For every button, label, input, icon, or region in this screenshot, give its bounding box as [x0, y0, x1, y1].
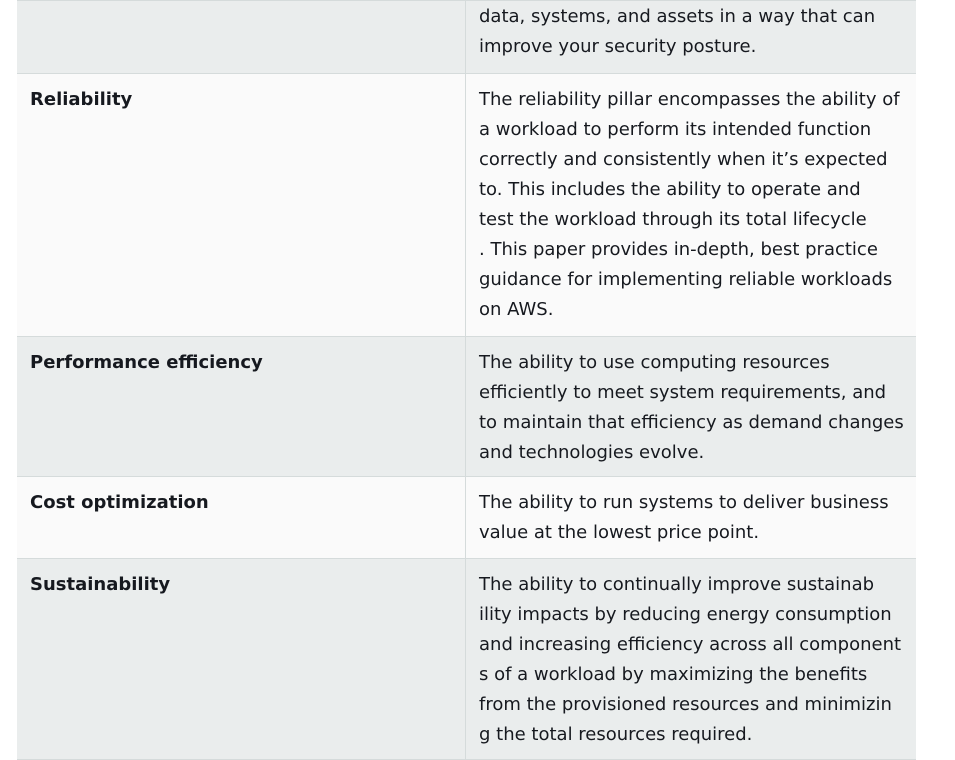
description-line: test the workload through its total life…	[479, 209, 867, 230]
description-line: The ability to continually improve susta…	[479, 574, 875, 595]
table-row-reliability: Reliability The reliability pillar encom…	[17, 74, 916, 337]
description-line: guidance for implementing reliable workl…	[479, 269, 893, 290]
table-row-security-continued: data, systems, and assets in a way that …	[17, 1, 916, 74]
pillar-name: Sustainability	[30, 574, 171, 595]
description-line: and increasing efficiency across all com…	[479, 634, 902, 655]
description-line: The reliability pillar encompasses the a…	[479, 89, 900, 110]
description-line: correctly and consistently when it’s exp…	[479, 149, 888, 170]
description-line: to maintain that efficiency as demand ch…	[479, 412, 904, 433]
description-line: data, systems, and assets in a way that …	[479, 6, 876, 27]
description-line: g the total resources required.	[479, 724, 753, 745]
description-line: efficiently to meet system requirements,…	[479, 382, 887, 403]
table-row-sustainability: Sustainability The ability to continuall…	[17, 559, 916, 760]
description-line: The ability to run systems to deliver bu…	[479, 492, 889, 513]
pillar-name-cell	[17, 1, 466, 73]
description-line: and technologies evolve.	[479, 442, 705, 463]
pillar-name-cell: Sustainability	[17, 559, 466, 759]
pillar-name: Reliability	[30, 89, 133, 110]
table-row-performance-efficiency: Performance efficiency The ability to us…	[17, 337, 916, 477]
pillars-table: data, systems, and assets in a way that …	[17, 0, 916, 760]
pillar-description-cell: The ability to run systems to deliver bu…	[466, 477, 916, 558]
pillar-description-cell: data, systems, and assets in a way that …	[466, 1, 916, 73]
description-line: . This paper provides in-depth, best pra…	[479, 239, 878, 260]
pillar-name: Cost optimization	[30, 492, 209, 513]
pillar-name-cell: Performance efficiency	[17, 337, 466, 476]
pillar-description-cell: The ability to continually improve susta…	[466, 559, 916, 759]
description-line: on AWS.	[479, 299, 554, 320]
description-line: to. This includes the ability to operate…	[479, 179, 861, 200]
description-line: s of a workload by maximizing the benefi…	[479, 664, 868, 685]
description-line: ility impacts by reducing energy consump…	[479, 604, 892, 625]
description-line: The ability to use computing resources	[479, 352, 830, 373]
pillar-name-cell: Reliability	[17, 74, 466, 336]
table-row-cost-optimization: Cost optimization The ability to run sys…	[17, 477, 916, 559]
pillar-description-cell: The ability to use computing resources e…	[466, 337, 916, 476]
pillar-name: Performance efficiency	[30, 352, 263, 373]
pillar-name-cell: Cost optimization	[17, 477, 466, 558]
description-line: value at the lowest price point.	[479, 522, 760, 543]
pillar-description-cell: The reliability pillar encompasses the a…	[466, 74, 916, 336]
description-line: from the provisioned resources and minim…	[479, 694, 892, 715]
description-line: improve your security posture.	[479, 36, 757, 57]
description-line: a workload to perform its intended funct…	[479, 119, 872, 140]
